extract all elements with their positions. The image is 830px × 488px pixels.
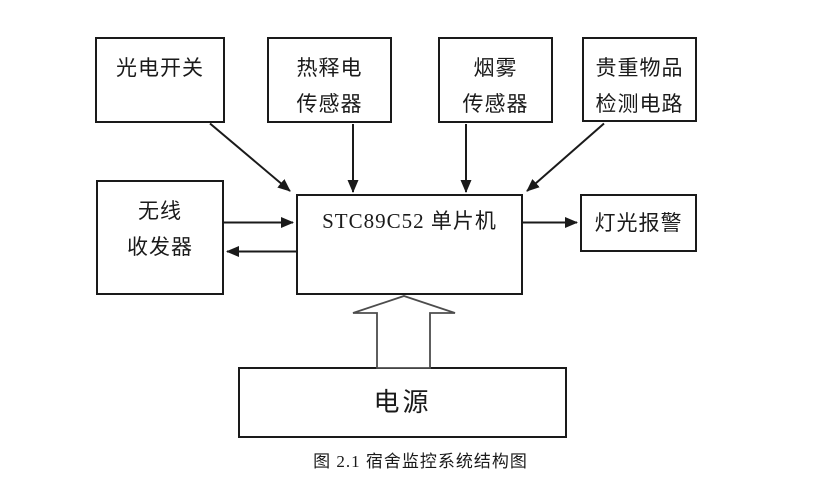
figure-caption: 图 2.1 宿舍监控系统结构图 xyxy=(313,452,528,471)
block-label-line: 热释电 xyxy=(296,56,363,80)
block-label-line: 灯光报警 xyxy=(594,211,683,235)
block-label-line: 无线 xyxy=(138,199,182,223)
block-label-line: 传感器 xyxy=(296,92,363,116)
block-label-line: 检测电路 xyxy=(595,92,684,116)
block-label-line: 烟雾 xyxy=(473,56,518,80)
hollow-arrow-power-to-mcu xyxy=(352,295,456,369)
block-label-line: 收发器 xyxy=(127,235,193,259)
block-wireless-transceiver: 无线 收发器 xyxy=(96,180,224,295)
block-mcu-stc89c52: STC89C52 单片机 xyxy=(296,194,523,295)
block-pyroelectric-sensor: 热释电 传感器 xyxy=(267,37,392,123)
block-light-alarm: 灯光报警 xyxy=(580,194,697,252)
block-valuables-detection-circuit: 贵重物品 检测电路 xyxy=(582,37,697,122)
block-label-line: 光电开关 xyxy=(116,56,204,80)
block-label-line: STC89C52 单片机 xyxy=(322,209,497,233)
block-power-supply: 电源 xyxy=(238,367,567,438)
block-photoelectric-switch: 光电开关 xyxy=(95,37,225,123)
block-label-line: 电源 xyxy=(373,387,432,417)
arrow-valuables-to-mcu xyxy=(526,122,605,192)
block-smoke-sensor: 烟雾 传感器 xyxy=(438,37,553,123)
block-label-line: 贵重物品 xyxy=(595,56,684,80)
block-label-line: 传感器 xyxy=(462,92,529,116)
